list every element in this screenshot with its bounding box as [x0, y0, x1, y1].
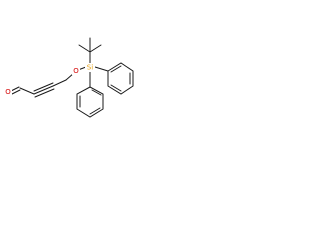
atom-label-oxygen-aldehyde: O	[5, 88, 11, 96]
bond-aldehyde-double-b	[11, 89, 21, 95]
bond-tbutyl-methyl-3	[89, 44, 102, 53]
phenyl-right-double-3	[110, 84, 122, 92]
molecule-structure-diagram: O O Si	[5, 37, 134, 118]
bond-aldehyde-double-a	[10, 86, 20, 92]
phenyl-right-double-1	[110, 65, 122, 73]
bond-alkyne-triple-c	[34, 88, 55, 98]
atom-oxygen-aldehyde: O	[5, 88, 12, 96]
atom-label-oxygen-ether: O	[73, 67, 79, 75]
bond-alkyne-triple-b	[33, 85, 54, 95]
atom-silicon: Si	[85, 63, 95, 72]
bond-aldehyde-c-to-alkyne	[19, 87, 35, 95]
atom-label-silicon: Si	[87, 64, 93, 72]
bond-alkyne-to-ch2	[52, 79, 67, 87]
phenyl-bottom-double-2	[89, 107, 101, 115]
atom-oxygen-ether: O	[72, 67, 80, 75]
bond-tbutyl-methyl-2	[78, 44, 91, 53]
phenyl-ring-bottom	[76, 86, 104, 118]
phenyl-bottom-double-1	[91, 89, 102, 96]
bond-alkyne-triple-a	[33, 82, 54, 92]
bond-silicon-to-phenyl-right	[94, 66, 109, 72]
phenyl-ring-right	[107, 62, 134, 95]
